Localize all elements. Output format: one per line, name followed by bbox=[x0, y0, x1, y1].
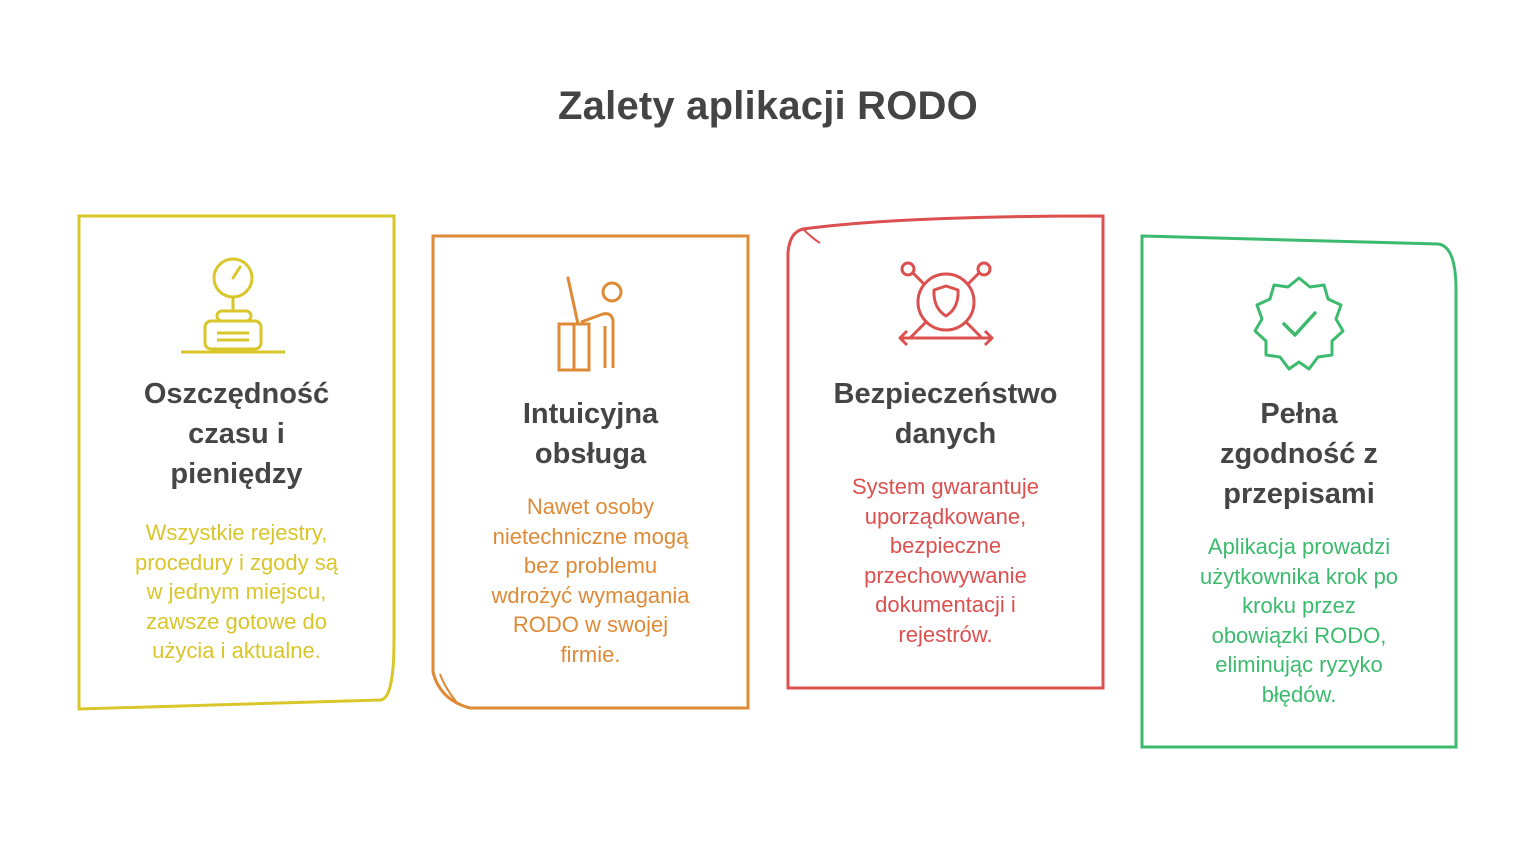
card-time-money: Oszczędność czasu i pieniędzy Wszystkie … bbox=[79, 216, 394, 709]
card-heading-data-security: Bezpieczeństwo danych bbox=[833, 378, 1058, 450]
card-heading-full-compliance: Pełna zgodność z przepisami bbox=[1220, 398, 1378, 510]
card-heading-intuitive-use: Intuicyjna obsługa bbox=[522, 398, 659, 470]
person-at-desk-icon bbox=[557, 276, 622, 372]
clock-weight-icon bbox=[180, 257, 285, 354]
shield-network-icon bbox=[898, 261, 993, 347]
card-text-time-money: Wszystkie rejestry, procedury i zgody są… bbox=[135, 520, 338, 663]
verified-badge-icon bbox=[1253, 276, 1345, 371]
card-intuitive-use: Intuicyjna obsługa Nawet osoby nietechni… bbox=[433, 236, 748, 708]
card-data-security: Bezpieczeństwo danych System gwarantuje … bbox=[788, 216, 1103, 688]
card-text-full-compliance: Aplikacja prowadzi użytkownika krok po k… bbox=[1199, 534, 1399, 707]
card-heading-time-money: Oszczędność czasu i pieniędzy bbox=[143, 378, 330, 490]
card-full-compliance: Pełna zgodność z przepisami Aplikacja pr… bbox=[1142, 236, 1456, 747]
card-text-intuitive-use: Nawet osoby nietechniczne mogą bez probl… bbox=[491, 494, 690, 667]
card-text-data-security: System gwarantuje uporządkowane, bezpiec… bbox=[851, 474, 1040, 647]
page-title: Zalety aplikacji RODO bbox=[558, 84, 978, 128]
